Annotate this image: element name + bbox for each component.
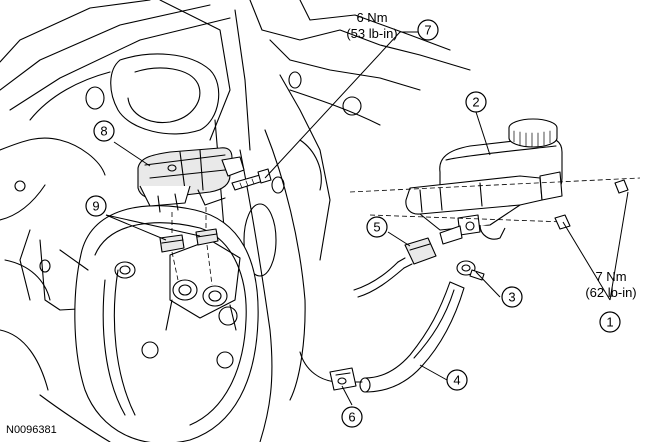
bracket-grommets — [159, 207, 219, 286]
brake-booster — [59, 205, 259, 442]
leader-lines — [105, 31, 629, 406]
callout-5-number: 5 — [373, 220, 380, 235]
torque-spec-nuts: 7 Nm (62 lb-in) — [585, 269, 636, 300]
callout-4: 4 — [446, 369, 468, 391]
bracket-bolt — [231, 168, 272, 191]
fluid-level-connector — [353, 225, 463, 298]
firewall-panel — [0, 0, 471, 442]
callout-2: 2 — [465, 91, 487, 113]
hose-clamp — [456, 260, 485, 281]
torque-bolt-nm: 6 Nm — [356, 10, 387, 25]
torque-bolt-lbin: (53 lb-in) — [346, 26, 397, 41]
master-cylinder-reservoir — [405, 118, 563, 240]
callout-7-number: 7 — [424, 23, 431, 38]
torque-nuts-lbin: (62 lb-in) — [585, 285, 636, 300]
callout-8: 8 — [93, 120, 115, 142]
figure-id: N0096381 — [6, 424, 57, 436]
callout-1-number: 1 — [606, 315, 613, 330]
mounting-nuts — [349, 177, 641, 230]
callout-9-number: 9 — [92, 199, 99, 214]
torque-spec-bolt: 6 Nm (53 lb-in) — [346, 10, 397, 41]
callout-4-number: 4 — [453, 373, 460, 388]
callout-6: 6 — [341, 406, 363, 428]
callout-7: 7 — [417, 19, 439, 41]
retainer-clip — [329, 367, 357, 391]
callout-1: 1 — [599, 311, 621, 333]
module-bracket-assembly — [137, 147, 245, 213]
callout-3-number: 3 — [508, 290, 515, 305]
callout-2-number: 2 — [472, 95, 479, 110]
callout-8-number: 8 — [100, 124, 107, 139]
callout-9: 9 — [85, 195, 107, 217]
callout-6-number: 6 — [348, 410, 355, 425]
callout-3: 3 — [501, 286, 523, 308]
torque-nuts-nm: 7 Nm — [595, 269, 626, 284]
callout-5: 5 — [366, 216, 388, 238]
